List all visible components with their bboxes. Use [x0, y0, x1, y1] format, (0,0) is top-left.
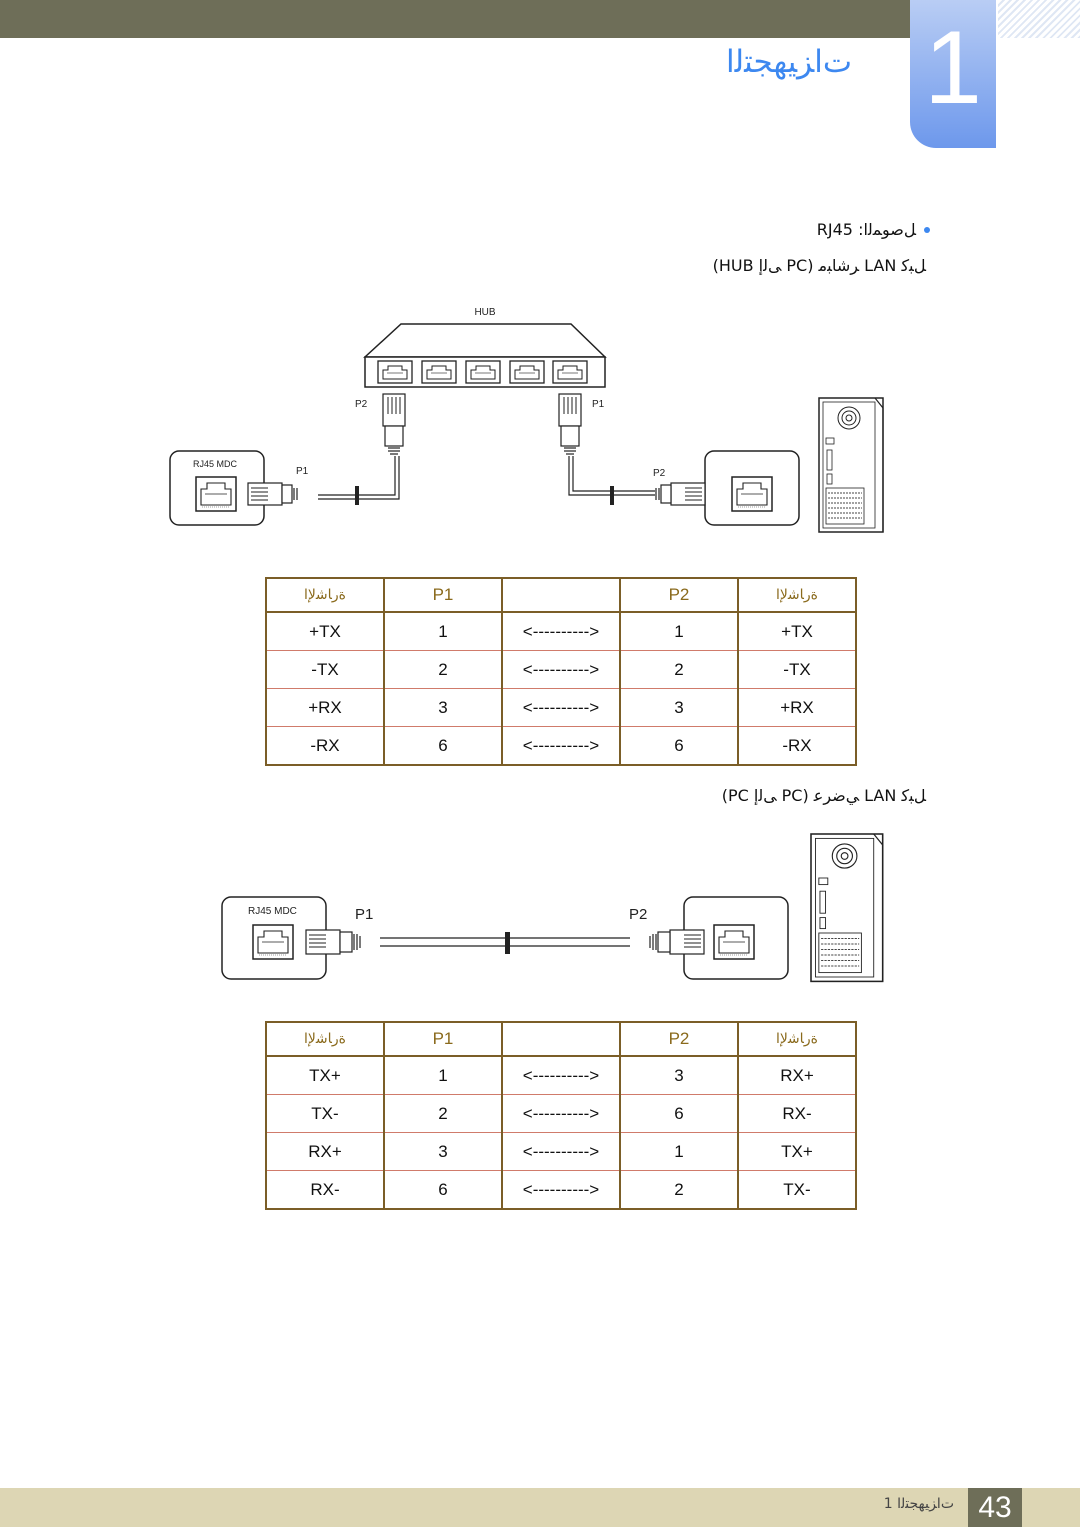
- table-cell: 1: [619, 611, 739, 651]
- right-plug-label: P2: [629, 906, 647, 923]
- table-row: RX- 6 <----------> 2 TX-: [265, 1170, 857, 1210]
- left-port-label: RJ45 MDC: [193, 459, 238, 469]
- hub-left-plug-label: P2: [355, 399, 368, 410]
- table-cell: <---------->: [501, 1170, 621, 1210]
- table-cell: +TX: [265, 611, 385, 651]
- hub-label: HUB: [474, 307, 495, 318]
- footer-bar: [0, 1488, 1080, 1527]
- chapter-tab: [910, 0, 996, 148]
- hub-right-plug-label: P1: [592, 399, 605, 410]
- table-cell: TX-: [737, 1170, 857, 1210]
- table-cell: TX-: [265, 1094, 385, 1133]
- table-cell: 6: [383, 726, 503, 766]
- bullet-icon: [924, 227, 930, 233]
- chapter-number: 1: [924, 10, 982, 126]
- table-cell: 1: [383, 611, 503, 651]
- header-signal-left: ﺓﺭﺎﺷﻹﺍ: [265, 1021, 385, 1057]
- table-cell: 2: [619, 650, 739, 689]
- table-cell: RX+: [265, 1132, 385, 1171]
- table-row: +TX 1 <----------> 1 +TX: [265, 611, 857, 651]
- footer-chapter-ref: ﺕﺍﺰﻴﻬﺠﺘﻟﺍ 1: [883, 1496, 954, 1512]
- header-stripe: [998, 0, 1080, 38]
- table-cell: -RX: [737, 726, 857, 766]
- table-row: -TX 2 <----------> 2 -TX: [265, 650, 857, 689]
- header-p2: P2: [619, 577, 739, 613]
- table-row: +RX 3 <----------> 3 +RX: [265, 688, 857, 727]
- table-cell: TX+: [265, 1055, 385, 1095]
- header-arrow: [501, 1021, 621, 1057]
- table-cell: 1: [619, 1132, 739, 1171]
- table-cell: 2: [383, 650, 503, 689]
- table-cell: 2: [619, 1170, 739, 1210]
- table-cell: 3: [619, 1055, 739, 1095]
- table-cell: +RX: [737, 688, 857, 727]
- table-cell: RX-: [737, 1094, 857, 1133]
- table-cell: <---------->: [501, 726, 621, 766]
- table-cell: +TX: [737, 611, 857, 651]
- table-cell: <---------->: [501, 1132, 621, 1171]
- hub-connection-diagram: HUB P2 P1 RJ45 MDC P1 P2: [169, 307, 884, 533]
- header-signal-right: ﺓﺭﺎﺷﻹﺍ: [737, 577, 857, 613]
- left-plug-label: P1: [355, 906, 373, 923]
- table-row: TX+ 1 <----------> 3 RX+: [265, 1055, 857, 1095]
- table-cell: TX+: [737, 1132, 857, 1171]
- header-arrow: [501, 577, 621, 613]
- header-bar: [0, 0, 910, 38]
- cable-left-plug-label: P1: [296, 466, 309, 477]
- table-cell: +RX: [265, 688, 385, 727]
- table-cell: <---------->: [501, 611, 621, 651]
- table-cell: -RX: [265, 726, 385, 766]
- left-port-label: RJ45 MDC: [248, 906, 297, 917]
- header-p2: P2: [619, 1021, 739, 1057]
- pin-table-direct: ﺓﺭﺎﺷﻹﺍ P1 P2 ﺓﺭﺎﺷﻹﺍ +TX 1 <----------> 1…: [265, 577, 857, 766]
- header-signal-left: ﺓﺭﺎﺷﻹﺍ: [265, 577, 385, 613]
- table-cell: 3: [383, 688, 503, 727]
- table-cell: <---------->: [501, 688, 621, 727]
- table-cell: 6: [383, 1170, 503, 1210]
- page-number: 43: [968, 1488, 1022, 1527]
- section-title-cross-cable: (PC ﻰﻟﺇ PC) ﻲﺿﺮﻋ LAN ﻞﺒﻛ: [721, 786, 926, 805]
- table-header-row: ﺓﺭﺎﺷﻹﺍ P1 P2 ﺓﺭﺎﺷﻹﺍ: [265, 577, 857, 613]
- connector-type-text: RJ45 :ﻞﺻﻮﻤﻟﺍ: [816, 220, 916, 239]
- table-cell: <---------->: [501, 1055, 621, 1095]
- chapter-title: ﺕﺍﺰﻴﻬﺠﺘﻟﺍ: [726, 44, 852, 80]
- header-p1: P1: [383, 1021, 503, 1057]
- section-title-direct-cable: (HUB ﻰﻟﺇ PC) ﺮﺷﺎﺒﻣ LAN ﻞﺒﻛ: [712, 256, 926, 275]
- table-cell: 3: [383, 1132, 503, 1171]
- table-cell: -TX: [737, 650, 857, 689]
- table-cell: 2: [383, 1094, 503, 1133]
- table-row: TX- 2 <----------> 6 RX-: [265, 1094, 857, 1133]
- table-cell: 3: [619, 688, 739, 727]
- table-cell: <---------->: [501, 650, 621, 689]
- table-cell: RX+: [737, 1055, 857, 1095]
- crossover-connection-diagram: RJ45 MDC P1 P2: [221, 833, 884, 983]
- table-cell: RX-: [265, 1170, 385, 1210]
- table-cell: -TX: [265, 650, 385, 689]
- table-header-row: ﺓﺭﺎﺷﻹﺍ P1 P2 ﺓﺭﺎﺷﻹﺍ: [265, 1021, 857, 1057]
- header-p1: P1: [383, 577, 503, 613]
- table-cell: <---------->: [501, 1094, 621, 1133]
- cable-right-plug-label: P2: [653, 468, 666, 479]
- header-signal-right: ﺓﺭﺎﺷﻹﺍ: [737, 1021, 857, 1057]
- table-row: -RX 6 <----------> 6 -RX: [265, 726, 857, 766]
- table-cell: 1: [383, 1055, 503, 1095]
- table-cell: 6: [619, 726, 739, 766]
- pin-table-crossover: ﺓﺭﺎﺷﻹﺍ P1 P2 ﺓﺭﺎﺷﻹﺍ TX+ 1 <----------> 3…: [265, 1021, 857, 1210]
- table-row: RX+ 3 <----------> 1 TX+: [265, 1132, 857, 1171]
- table-cell: 6: [619, 1094, 739, 1133]
